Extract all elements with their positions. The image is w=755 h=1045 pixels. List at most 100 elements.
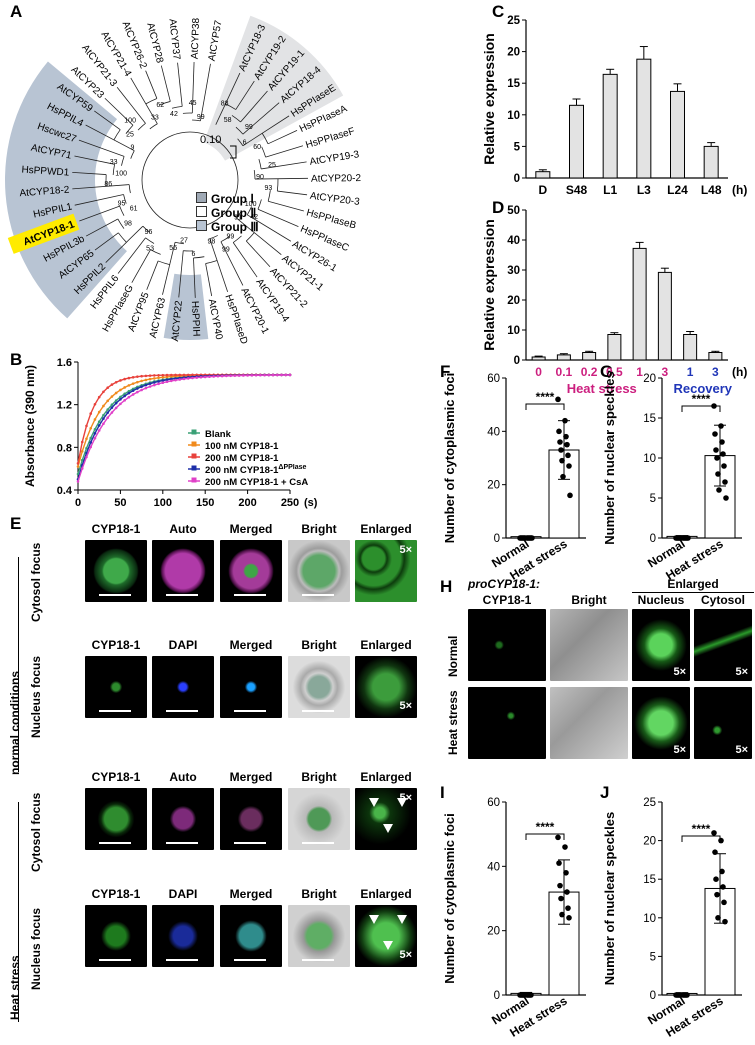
micrograph bbox=[220, 656, 282, 718]
data-point bbox=[76, 472, 80, 476]
data-point bbox=[76, 462, 80, 465]
x-tick-label: 3 bbox=[712, 365, 719, 379]
bootstrap-value: 42 bbox=[250, 214, 258, 221]
bar bbox=[670, 90, 685, 179]
data-point bbox=[127, 391, 131, 395]
column-header: Merged bbox=[229, 638, 273, 652]
panel-label-g: G bbox=[600, 362, 614, 381]
data-point bbox=[153, 383, 156, 387]
data-point bbox=[715, 471, 721, 477]
column-header: Bright bbox=[301, 638, 337, 652]
micrograph bbox=[85, 540, 147, 602]
tree-branch bbox=[160, 65, 171, 102]
significance-bracket bbox=[681, 405, 721, 412]
y-axis-label: Absorbance (390 nm) bbox=[23, 365, 37, 487]
legend-group-3: Group Ⅲ bbox=[196, 220, 259, 234]
data-point bbox=[678, 535, 684, 541]
row-label-nucleus-normal: Nucleus focus bbox=[29, 656, 43, 738]
data-point bbox=[119, 388, 122, 392]
row-label-cytosol-heat: Cytosol focus bbox=[29, 792, 43, 872]
data-point bbox=[89, 445, 93, 449]
tree-branch bbox=[85, 124, 135, 151]
data-point bbox=[559, 911, 565, 918]
data-point bbox=[153, 377, 156, 380]
magnification-label: 5× bbox=[673, 744, 686, 756]
legend-swatch-1 bbox=[196, 192, 207, 203]
data-point bbox=[85, 451, 88, 455]
significance-label: **** bbox=[536, 390, 555, 404]
data-point bbox=[131, 382, 135, 385]
arrowhead-icon bbox=[397, 798, 407, 807]
tree-branch bbox=[245, 240, 271, 268]
x-unit-label: (h) bbox=[732, 365, 747, 379]
data-point bbox=[93, 418, 97, 421]
micrograph bbox=[288, 540, 350, 602]
data-point bbox=[144, 386, 148, 390]
micrograph: 5× bbox=[355, 540, 417, 602]
panel-label-c: C bbox=[492, 2, 505, 21]
data-point bbox=[161, 379, 165, 382]
data-point bbox=[712, 431, 718, 437]
data-point bbox=[110, 411, 114, 414]
tree-branch bbox=[116, 86, 146, 124]
tree-arc bbox=[253, 169, 256, 180]
data-point bbox=[123, 394, 126, 398]
data-point bbox=[144, 374, 148, 378]
data-point bbox=[178, 373, 182, 377]
x-tick-label: L24 bbox=[667, 183, 688, 197]
phylogenetic-tree: AtCYP57AtCYP38AtCYP37AtCYP28AtCYP26-2AtC… bbox=[4, 15, 362, 345]
tree-arc bbox=[220, 236, 230, 243]
bar bbox=[531, 356, 546, 361]
data-point bbox=[203, 375, 207, 379]
column-header: Bright bbox=[301, 522, 337, 536]
magnification-label: 5× bbox=[673, 666, 686, 678]
scale-bar bbox=[166, 710, 198, 712]
y-axis-label: Relative expression bbox=[481, 33, 497, 165]
x-tick-label: S48 bbox=[566, 183, 588, 197]
tree-branch bbox=[79, 205, 120, 222]
y-tick-label: 0 bbox=[650, 533, 656, 545]
data-point bbox=[97, 395, 101, 399]
panel-label-j: J bbox=[600, 783, 610, 802]
bootstrap-value: 6 bbox=[191, 251, 195, 258]
tree-scale-bar bbox=[230, 145, 237, 159]
data-point bbox=[684, 992, 690, 998]
data-point bbox=[263, 373, 266, 377]
data-point bbox=[106, 408, 109, 411]
x-tick-label: 50 bbox=[114, 497, 126, 509]
tree-arc bbox=[118, 232, 127, 243]
data-point bbox=[131, 393, 135, 396]
data-point bbox=[148, 374, 152, 377]
panel-label-a: A bbox=[10, 2, 23, 21]
data-point bbox=[89, 441, 93, 444]
tree-branch bbox=[72, 171, 107, 175]
row-label-text: Cytosol focus bbox=[29, 792, 43, 872]
data-point bbox=[102, 413, 105, 417]
legend-marker bbox=[191, 465, 197, 471]
x-tick-label: L3 bbox=[637, 183, 651, 197]
bootstrap-value: 98 bbox=[124, 221, 132, 228]
tree-arc bbox=[209, 235, 218, 240]
micrograph bbox=[85, 905, 147, 967]
data-point bbox=[80, 440, 84, 444]
data-point bbox=[144, 383, 148, 387]
tree-arc bbox=[123, 194, 127, 204]
bootstrap-value: 96 bbox=[145, 229, 153, 236]
data-point bbox=[254, 373, 258, 377]
data-point bbox=[169, 373, 173, 377]
tree-leaf-label: AtCYP20-3 bbox=[309, 191, 360, 208]
x-tick-label: 0.5 bbox=[606, 365, 623, 379]
y-tick-label: 10 bbox=[643, 913, 656, 925]
data-point bbox=[106, 399, 109, 403]
column-header: Enlarged bbox=[360, 770, 412, 784]
data-point bbox=[169, 377, 173, 381]
bar bbox=[535, 171, 551, 179]
data-point bbox=[136, 375, 139, 378]
data-point bbox=[157, 380, 160, 383]
data-point bbox=[165, 380, 169, 384]
tree-branch bbox=[94, 232, 119, 251]
data-point bbox=[562, 417, 568, 424]
